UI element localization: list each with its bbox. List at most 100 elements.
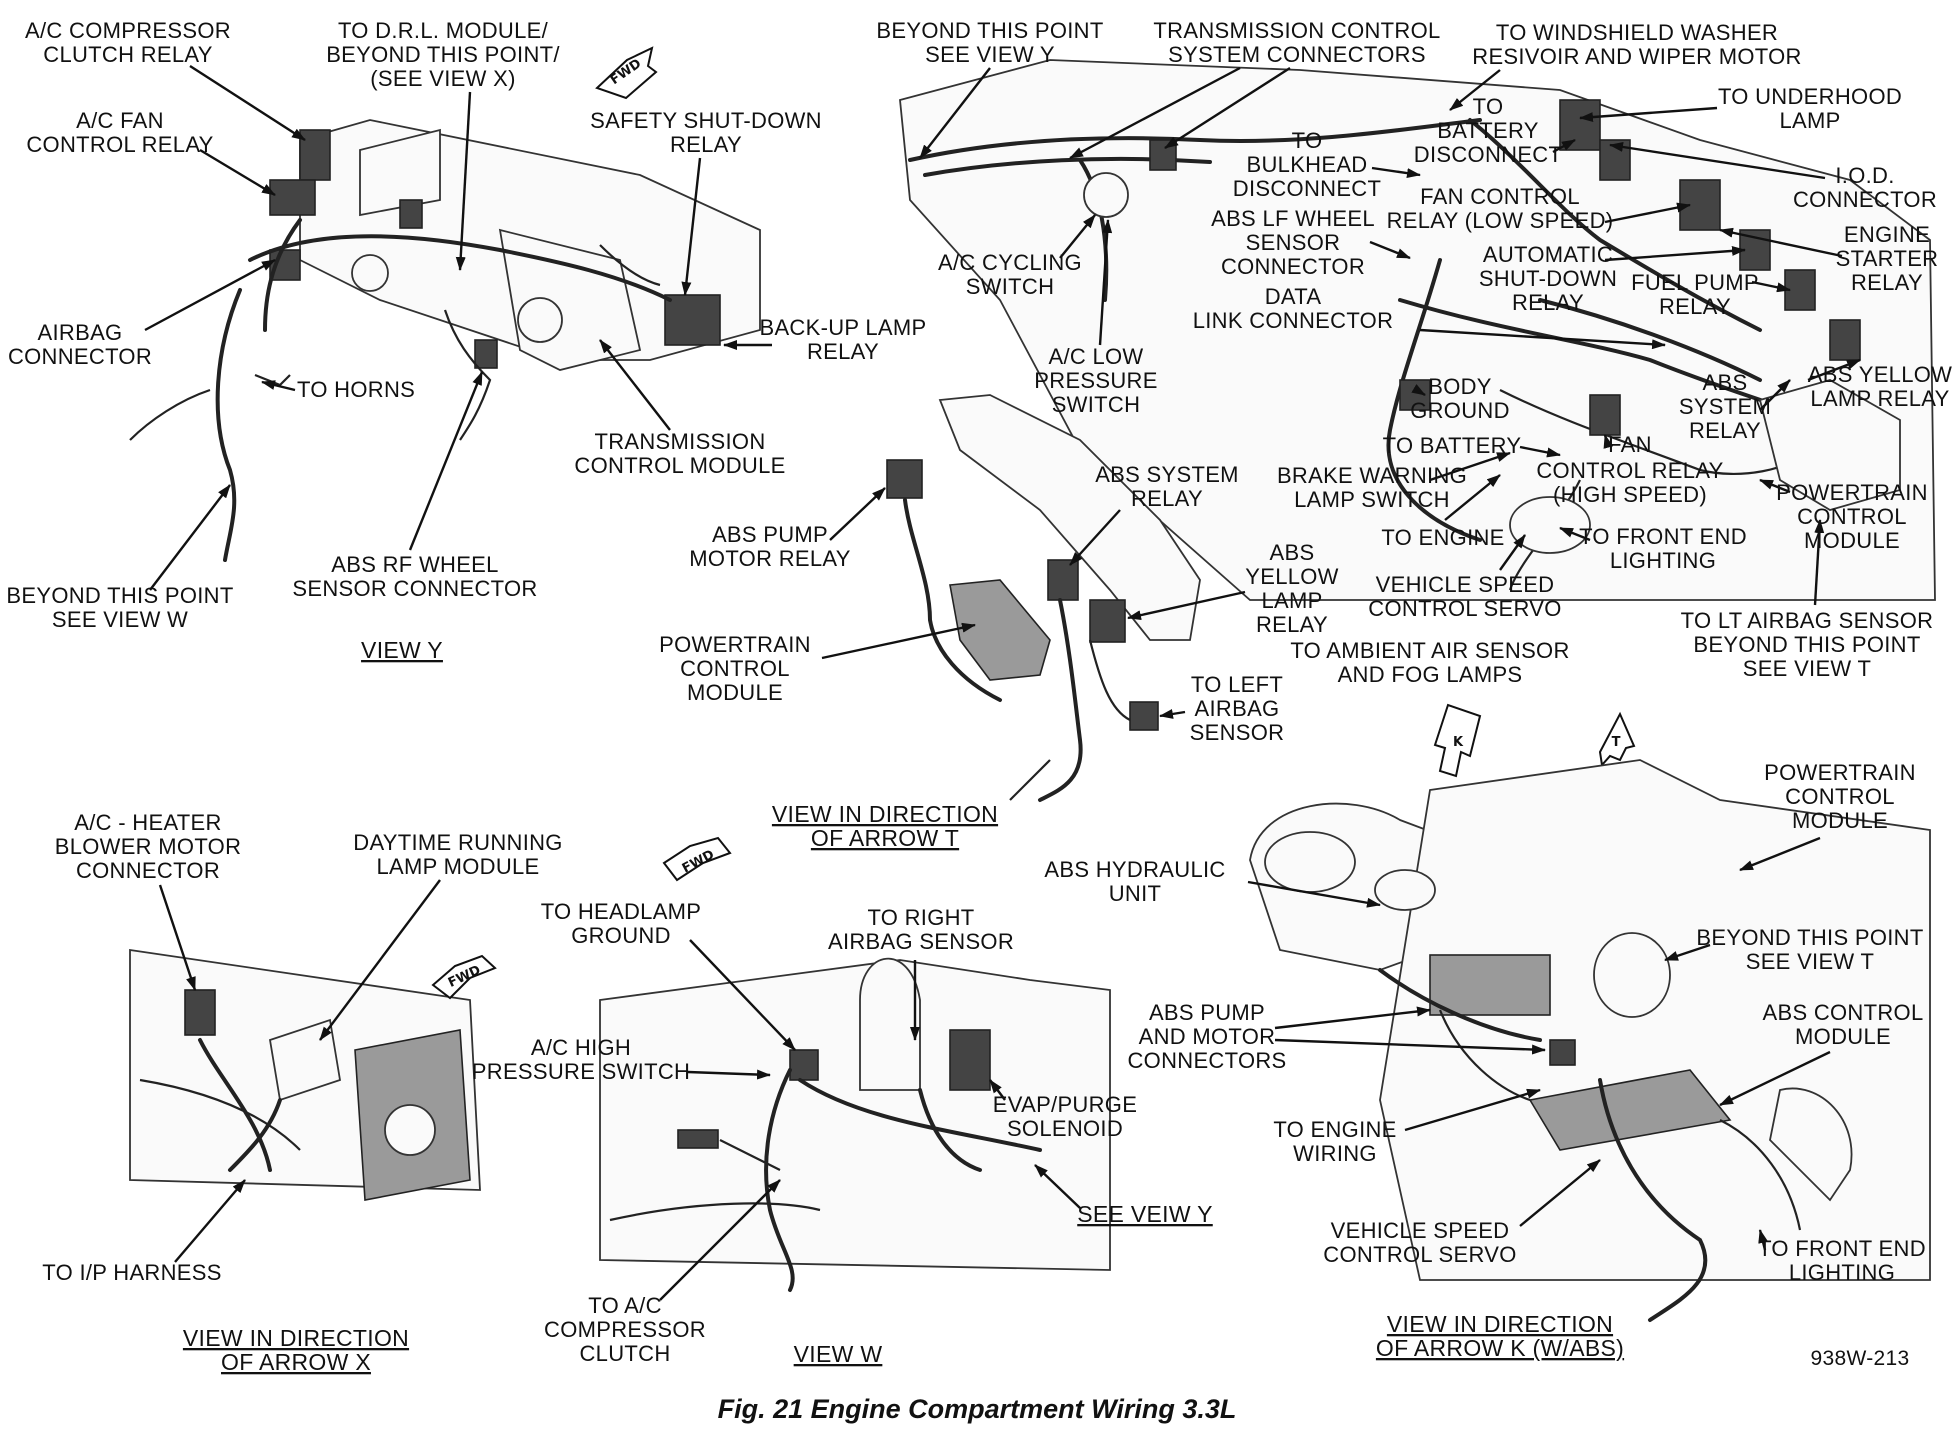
view-x-drawing xyxy=(129,948,481,1201)
label-drl-module-2: LAMP MODULE xyxy=(376,854,539,879)
label-abs-pump-relay-2: MOTOR RELAY xyxy=(689,546,850,571)
label-ac-high-1: A/C HIGH xyxy=(531,1035,631,1060)
label-safety-shutdown-1: SAFETY SHUT-DOWN xyxy=(590,108,822,133)
label-ac-low-1: A/C LOW xyxy=(1049,344,1144,369)
label-underhood-1: TO UNDERHOOD xyxy=(1718,84,1902,109)
label-to-battery-disc-3: DISCONNECT xyxy=(1414,142,1562,167)
label-starter-3: RELAY xyxy=(1851,270,1923,295)
label-brake-1: BRAKE WARNING xyxy=(1277,463,1467,488)
view-k-title-1: VIEW IN DIRECTION xyxy=(1387,1311,1613,1337)
label-k-beyond-t-2: SEE VIEW T xyxy=(1746,949,1875,974)
label-to-left-airbag-3: SENSOR xyxy=(1190,720,1285,745)
label-headlamp-ground-2: GROUND xyxy=(571,923,671,948)
label-lt-airbag-1: TO LT AIRBAG SENSOR xyxy=(1681,608,1934,633)
label-abs-yellow-relay-1: ABS xyxy=(1270,540,1315,565)
label-to-left-airbag-1: TO LEFT xyxy=(1191,672,1283,697)
label-abs-yellow-2: LAMP RELAY xyxy=(1810,386,1949,411)
label-ac-clutch-3: CLUTCH xyxy=(579,1341,670,1366)
label-lt-airbag-2: BEYOND THIS POINT xyxy=(1693,632,1920,657)
label-k-pcm-3: MODULE xyxy=(1792,808,1888,833)
label-blower-1: A/C - HEATER xyxy=(74,810,221,835)
label-ac-compressor-clutch-relay-2: CLUTCH RELAY xyxy=(43,42,212,67)
label-beyond-w-2: SEE VIEW W xyxy=(52,607,188,632)
label-to-horns: TO HORNS xyxy=(297,377,415,402)
label-bulkhead-3: DISCONNECT xyxy=(1233,176,1381,201)
label-to-engine: TO ENGINE xyxy=(1381,525,1504,550)
label-ac-compressor-clutch-relay-1: A/C COMPRESSOR xyxy=(25,18,231,43)
label-k-pump-3: CONNECTORS xyxy=(1127,1048,1286,1073)
view-t-title-1: VIEW IN DIRECTION xyxy=(772,801,998,827)
label-ac-cycling-2: SWITCH xyxy=(966,274,1055,299)
label-k-vss-2: CONTROL SERVO xyxy=(1323,1242,1516,1267)
label-washer-2: RESIVOIR AND WIPER MOTOR xyxy=(1472,44,1802,69)
label-abs-pump-relay-1: ABS PUMP xyxy=(712,522,828,547)
label-hydraulic-1: ABS HYDRAULIC xyxy=(1044,857,1225,882)
label-abs-control-1: ABS CONTROL xyxy=(1763,1000,1924,1025)
label-drl-3: (SEE VIEW X) xyxy=(370,66,515,91)
view-t-labels: ABS PUMP MOTOR RELAY ABS SYSTEM RELAY AB… xyxy=(659,462,1339,851)
label-abs-lf-1: ABS LF WHEEL xyxy=(1211,206,1375,231)
label-to-battery: TO BATTERY xyxy=(1383,433,1522,458)
figure-code: 938W-213 xyxy=(1811,1347,1910,1370)
label-ac-clutch-1: TO A/C xyxy=(588,1293,662,1318)
label-backup-lamp-1: BACK-UP LAMP xyxy=(759,315,926,340)
abs-control-module-shape xyxy=(1528,1069,1732,1151)
label-drl-1: TO D.R.L. MODULE/ xyxy=(338,18,549,43)
label-to-battery-disc-1: TO xyxy=(1473,94,1504,119)
label-tcs-1: TRANSMISSION CONTROL xyxy=(1153,18,1440,43)
label-airbag-1: AIRBAG xyxy=(38,320,123,345)
label-abs-rf-2: SENSOR CONNECTOR xyxy=(292,576,537,601)
label-blower-2: BLOWER MOTOR xyxy=(55,834,242,859)
label-ambient-1: TO AMBIENT AIR SENSOR xyxy=(1290,638,1569,663)
label-bulkhead-1: TO xyxy=(1292,128,1323,153)
label-starter-1: ENGINE xyxy=(1844,222,1930,247)
label-right-airbag-2: AIRBAG SENSOR xyxy=(828,929,1014,954)
label-see-view-y: SEE VEIW Y xyxy=(1077,1201,1213,1227)
pcm-shape xyxy=(1758,379,1901,511)
view-y-drawing xyxy=(129,119,761,562)
label-drl-module-1: DAYTIME RUNNING xyxy=(353,830,562,855)
label-fuel-pump-2: RELAY xyxy=(1659,294,1731,319)
arrow-t-marker: T xyxy=(1598,711,1636,768)
label-abs-lf-3: CONNECTOR xyxy=(1221,254,1365,279)
label-k-beyond-t-1: BEYOND THIS POINT xyxy=(1696,925,1923,950)
label-headlamp-ground-1: TO HEADLAMP xyxy=(541,899,702,924)
label-beyond-w-1: BEYOND THIS POINT xyxy=(6,583,233,608)
label-body-ground-2: GROUND xyxy=(1410,398,1510,423)
label-ac-low-2: PRESSURE xyxy=(1034,368,1157,393)
label-hydraulic-2: UNIT xyxy=(1109,881,1162,906)
label-fan-low-1: FAN CONTROL xyxy=(1420,184,1580,209)
label-iod-2: CONNECTOR xyxy=(1793,187,1937,212)
label-abs-system-1: ABS xyxy=(1703,370,1748,395)
label-front-end-2: LIGHTING xyxy=(1610,548,1716,573)
label-starter-2: STARTER xyxy=(1836,246,1939,271)
label-abs-yellow-relay-2: YELLOW xyxy=(1245,564,1339,589)
svg-text:T: T xyxy=(1612,735,1621,750)
label-ambient-2: AND FOG LAMPS xyxy=(1338,662,1523,687)
label-to-battery-disc-2: BATTERY xyxy=(1437,118,1539,143)
view-x-title-2: OF ARROW X xyxy=(221,1349,371,1375)
label-engine-wiring-2: WIRING xyxy=(1293,1141,1377,1166)
label-washer-1: TO WINDSHIELD WASHER xyxy=(1496,20,1778,45)
label-view-t-pcm-1: POWERTRAIN xyxy=(659,632,811,657)
label-tcm-2: CONTROL MODULE xyxy=(574,453,785,478)
label-airbag-2: CONNECTOR xyxy=(8,344,152,369)
label-beyond-y-2: SEE VIEW Y xyxy=(925,42,1055,67)
label-ac-cycling-1: A/C CYCLING xyxy=(938,250,1082,275)
label-evap-1: EVAP/PURGE xyxy=(993,1092,1137,1117)
view-k-drawing xyxy=(1249,759,1931,1322)
label-k-pcm-2: CONTROL xyxy=(1785,784,1895,809)
view-t-title-2: OF ARROW T xyxy=(811,825,959,851)
label-iod-1: I.O.D. xyxy=(1835,163,1894,188)
svg-text:K: K xyxy=(1453,735,1464,750)
abs-hydraulic-block-shape xyxy=(1429,954,1551,1016)
label-main-pcm-2: CONTROL xyxy=(1797,504,1907,529)
label-bulkhead-2: BULKHEAD xyxy=(1247,152,1368,177)
label-abs-system-3: RELAY xyxy=(1689,418,1761,443)
label-vss-1: VEHICLE SPEED xyxy=(1376,572,1555,597)
label-ac-fan-2: CONTROL RELAY xyxy=(26,132,213,157)
label-dlc-1: DATA xyxy=(1265,284,1322,309)
label-underhood-2: LAMP xyxy=(1779,108,1840,133)
